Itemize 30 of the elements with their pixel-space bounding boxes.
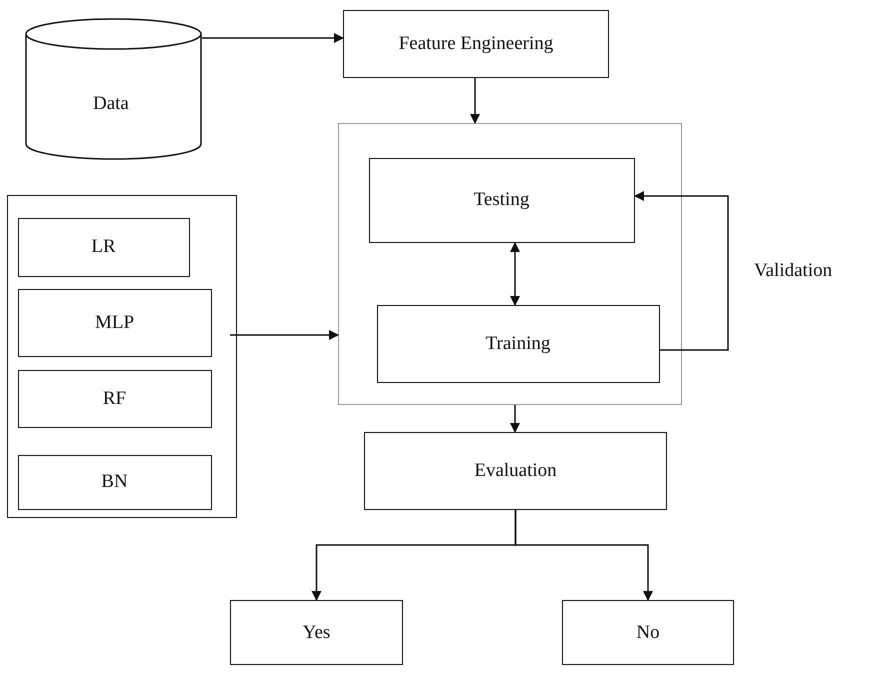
process-box [18, 454, 212, 510]
process-box [376, 304, 660, 382]
node-label: Evaluation [474, 460, 557, 482]
node-label: No [636, 622, 660, 644]
process-box [18, 288, 212, 356]
node-label: Data [93, 93, 129, 115]
node-label: MLP [94, 312, 134, 334]
arrow [470, 78, 480, 124]
process-box [18, 370, 212, 428]
process-box [364, 432, 667, 510]
node-label: RF [102, 388, 126, 410]
arrow [634, 191, 729, 351]
process-box [562, 600, 734, 665]
arrow [202, 33, 344, 43]
node-label: Training [486, 332, 550, 354]
process-box [18, 218, 190, 276]
group-box [338, 123, 682, 405]
process-box [230, 600, 403, 665]
arrow [510, 242, 520, 306]
node-label: Yes [302, 622, 330, 644]
node-label: Feature Engineering [398, 33, 554, 55]
node-label: BN [101, 471, 128, 493]
process-box [368, 158, 634, 242]
arrow [514, 510, 653, 601]
process-box [343, 10, 609, 78]
node-label: Testing [474, 189, 530, 211]
arrow [510, 405, 520, 433]
group-box [7, 195, 237, 518]
arrow [230, 330, 339, 340]
node-label: LR [91, 236, 116, 258]
